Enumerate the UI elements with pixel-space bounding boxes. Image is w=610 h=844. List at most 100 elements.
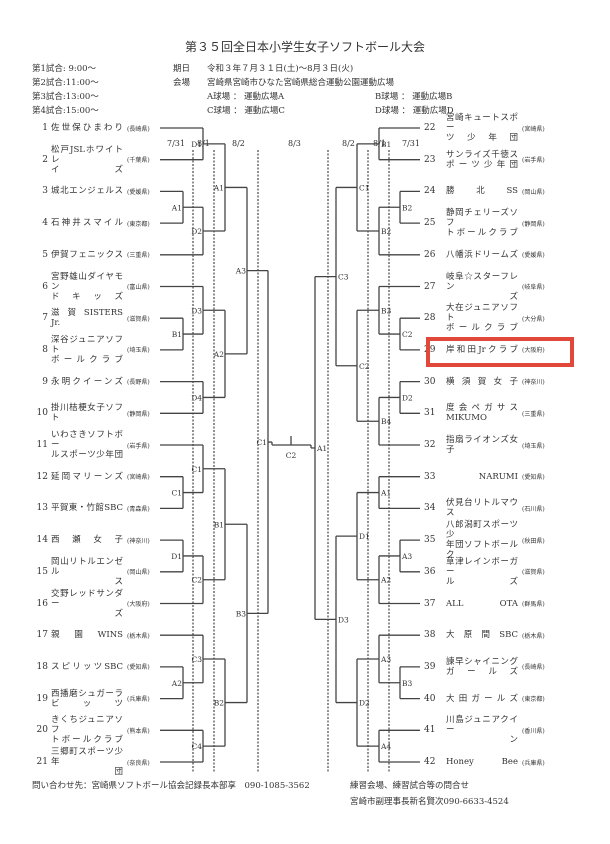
team-number: 30 bbox=[424, 376, 436, 387]
match-label: C1 bbox=[256, 438, 267, 447]
team-prefecture: (千葉県) bbox=[127, 157, 150, 165]
team-name: ALL OTA bbox=[446, 598, 518, 609]
match-label: A3 bbox=[401, 552, 412, 561]
match-label: D1 bbox=[191, 140, 202, 149]
team-prefecture: (埼玉県) bbox=[522, 442, 545, 450]
team-prefecture: (栃木県) bbox=[127, 632, 150, 640]
match-label: C2 bbox=[191, 576, 202, 585]
field-b: B球場 ： 運動広場B bbox=[375, 92, 453, 102]
match-label: D3 bbox=[338, 615, 349, 624]
team-name: 静岡チェリーズソフトボールクラブ bbox=[446, 208, 518, 239]
date-center: 8/3 bbox=[288, 139, 301, 148]
team-prefecture: (長野県) bbox=[127, 379, 150, 387]
team-number: 26 bbox=[424, 249, 436, 260]
team-number: 24 bbox=[424, 186, 436, 197]
match-label: A4 bbox=[380, 742, 391, 751]
team-name: 八幡浜ドリームズ bbox=[446, 249, 518, 260]
match-label: B2 bbox=[381, 227, 392, 236]
team-prefecture: (愛媛県) bbox=[522, 252, 545, 260]
team-name: 岡山リトルエンゼル ス bbox=[51, 556, 123, 587]
match-label: A1 bbox=[213, 183, 224, 192]
match-label: A1 bbox=[171, 203, 182, 212]
team-prefecture: (熊本県) bbox=[127, 727, 150, 735]
team-prefecture: (愛知県) bbox=[127, 664, 150, 672]
match-label: D2 bbox=[402, 393, 413, 402]
match-label: D1 bbox=[171, 552, 182, 561]
team-name: 勝 北 SS bbox=[446, 186, 518, 197]
team-prefecture: (神奈川) bbox=[522, 379, 545, 387]
team-number: 42 bbox=[424, 757, 436, 767]
team-name: 石神井スマイル bbox=[51, 218, 123, 229]
match-label: B1 bbox=[214, 520, 224, 529]
team-prefecture: (東京都) bbox=[522, 696, 545, 704]
team-name: 西播磨シュガーラビッツ bbox=[51, 688, 123, 709]
field-d: D球場 ： 運動広場D bbox=[375, 106, 454, 116]
schedule-game-3: 第3試合:13:00～ bbox=[32, 92, 99, 102]
team-name: 掛川桔梗女子ソフト bbox=[51, 403, 123, 424]
match-label: A2 bbox=[171, 679, 182, 688]
team-name: 伏見台リトルマウス bbox=[446, 498, 518, 519]
team-name: 大在ジュニアソフトボールクラブ bbox=[446, 303, 518, 334]
team-name: スピリッツSBC bbox=[51, 661, 123, 672]
team-number: 21 bbox=[36, 757, 48, 767]
team-name: きくちジュニアソフトボールクラブ bbox=[51, 715, 123, 746]
match-label: C4 bbox=[191, 742, 202, 751]
team-prefecture: (長崎県) bbox=[127, 125, 150, 133]
team-number: 5 bbox=[42, 249, 48, 260]
match-label: C2 bbox=[359, 362, 370, 371]
match-label: A3 bbox=[380, 655, 391, 664]
team-number: 34 bbox=[424, 503, 436, 514]
team-name: 川島ジュニアクイー ン bbox=[446, 715, 518, 746]
match-label: C2 bbox=[402, 330, 413, 339]
schedule-game-1: 第1試合: 9:00～ bbox=[32, 64, 97, 74]
team-name: サンライズ千徳スポーツ少年団 bbox=[446, 149, 518, 170]
team-prefecture: (神奈川) bbox=[127, 537, 150, 545]
team-number: 37 bbox=[424, 598, 436, 609]
team-name: NARUMI bbox=[446, 471, 536, 482]
team-number: 16 bbox=[36, 598, 48, 609]
team-number: 19 bbox=[36, 693, 48, 704]
team-prefecture: (滋賀県) bbox=[127, 315, 150, 323]
team-name: 平賀東・竹館SBC bbox=[51, 503, 123, 514]
match-label: B3 bbox=[236, 609, 247, 618]
team-name: 岐阜☆スターフレン ズ bbox=[446, 271, 518, 302]
team-entry-26: 26 八幡浜ドリームズ (愛媛県) bbox=[424, 243, 554, 267]
team-number: 13 bbox=[36, 503, 48, 514]
team-name: 城北エンジェルス bbox=[51, 186, 123, 197]
team-prefecture: (香川県) bbox=[522, 727, 545, 735]
team-name: 岸和田Jrクラブ bbox=[446, 344, 518, 355]
team-prefecture: (兵庫県) bbox=[127, 696, 150, 704]
match-label: C3 bbox=[338, 273, 349, 282]
team-number: 4 bbox=[42, 218, 48, 229]
match-label: A1 bbox=[380, 489, 391, 498]
team-prefecture: (岡山県) bbox=[127, 569, 150, 577]
match-label: C3 bbox=[191, 655, 202, 664]
match-label: D4 bbox=[191, 393, 202, 402]
team-prefecture: (大阪府) bbox=[127, 601, 150, 608]
page-title: 第３５回全日本小学生女子ソフトボール大会 bbox=[184, 40, 425, 54]
date-right-r1: 7/31 bbox=[402, 139, 420, 148]
team-name: 佐世保ひまわり bbox=[51, 123, 123, 133]
contact-info: 問い合わせ先：宮崎県ソフトボール協会記録長本部享 090-1085-3562 bbox=[32, 781, 310, 791]
